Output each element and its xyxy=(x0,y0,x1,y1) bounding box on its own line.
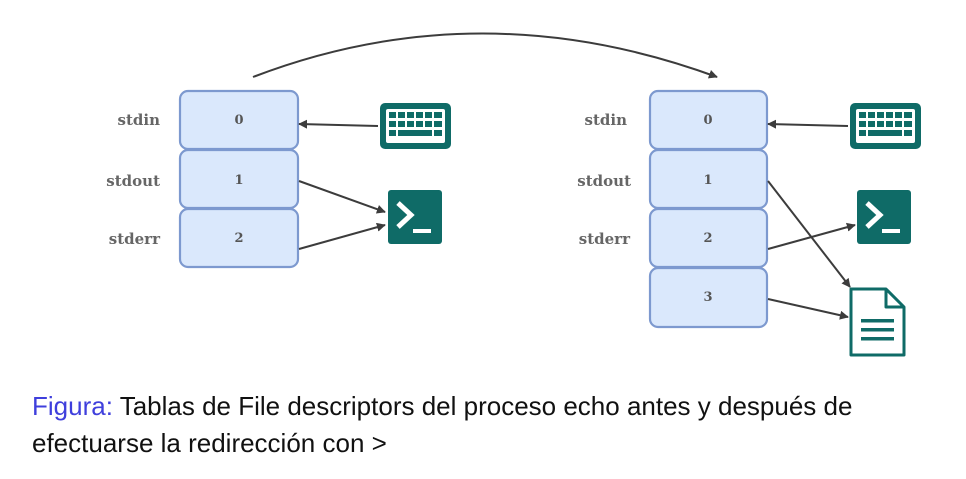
fd-row-1: 1 xyxy=(648,148,769,210)
stream-label-stderr: stderr xyxy=(109,230,161,248)
fd-row-0: 0 xyxy=(648,89,769,151)
fd-number: 0 xyxy=(703,113,712,128)
arrow-fd1-to-file xyxy=(767,180,851,288)
stream-label-stderr: stderr xyxy=(579,230,631,248)
fd-row-2: 2 xyxy=(648,207,769,269)
terminal-icon xyxy=(857,190,911,244)
stream-label-stdout: stdout xyxy=(577,172,631,190)
fd-number: 3 xyxy=(703,290,712,305)
fd-table-after: stdin stdout stderr 0 1 2 3 xyxy=(577,89,921,357)
fd-row-1: 1 xyxy=(178,148,300,210)
fd-row-3: 3 xyxy=(648,266,769,329)
arrow-fd1-to-terminal xyxy=(298,180,386,214)
arrow-fd2-to-terminal xyxy=(767,222,856,250)
fd-number: 2 xyxy=(703,231,712,246)
keyboard-icon xyxy=(380,103,451,149)
stream-label-stdin: stdin xyxy=(585,111,628,129)
fd-number: 2 xyxy=(234,231,243,246)
fd-number: 0 xyxy=(234,113,243,128)
arrow-keyboard-to-fd0 xyxy=(767,119,849,129)
fd-row-0: 0 xyxy=(178,89,300,151)
fd-table-before: stdin stdout stderr 0 1 2 xyxy=(106,89,451,269)
stream-label-stdin: stdin xyxy=(118,111,161,129)
caption-label: Figura: xyxy=(32,391,113,421)
fd-row-2: 2 xyxy=(178,207,300,269)
fd-number: 1 xyxy=(703,173,712,188)
fd-number: 1 xyxy=(234,173,243,188)
file-icon xyxy=(849,287,906,357)
stream-label-stdout: stdout xyxy=(106,172,160,190)
arrow-keyboard-to-fd0 xyxy=(298,119,379,129)
caption-text: Tablas de File descriptors del proceso e… xyxy=(32,391,853,458)
fd-diagram: stdin stdout stderr 0 1 2 xyxy=(106,32,921,357)
keyboard-icon xyxy=(850,103,921,149)
terminal-icon xyxy=(388,190,442,244)
arrow-fd2-to-terminal xyxy=(298,222,386,250)
transition-arrow xyxy=(252,32,718,79)
figure-caption: Figura: Tablas de File descriptors del p… xyxy=(32,388,952,462)
arrow-fd3-to-file xyxy=(767,298,849,320)
